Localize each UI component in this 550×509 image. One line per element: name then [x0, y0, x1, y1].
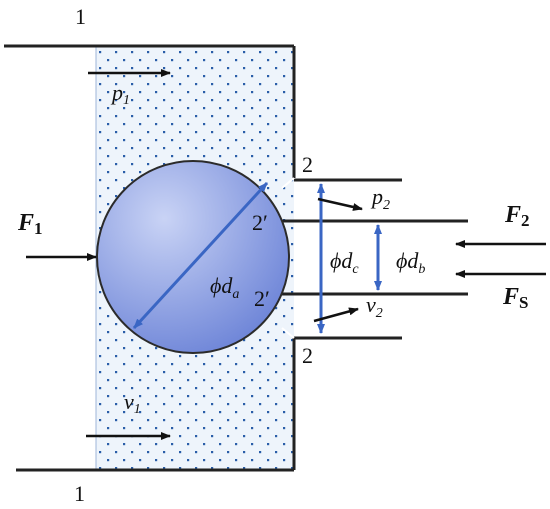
F1-label: F1	[17, 210, 43, 238]
F2-label: F2	[504, 202, 530, 230]
p2-label: p2	[370, 184, 390, 213]
section-2-top-tick	[281, 177, 295, 189]
section-1-top-label: 1	[75, 4, 86, 29]
da-dimension-line	[132, 181, 269, 330]
v1-label: v1	[124, 389, 141, 417]
section-1-bottom-label: 1	[74, 481, 85, 506]
dc-label: ϕdc	[330, 248, 359, 277]
p2-arrow	[317, 197, 363, 211]
v2-arrow	[313, 307, 359, 323]
section-2-top-label: 2	[302, 152, 313, 177]
FS-label: FS	[502, 284, 528, 312]
section-2p-bottom-label: 2′	[254, 286, 270, 311]
section-2-bottom-tick	[281, 327, 295, 339]
v2-label: v2	[366, 292, 383, 321]
p1-label: p1	[110, 80, 130, 108]
section-2-bottom-label: 2	[302, 343, 313, 368]
section-2p-top-label: 2′	[252, 210, 268, 235]
da-label: ϕda	[210, 273, 239, 302]
db-label: ϕdb	[396, 248, 425, 277]
